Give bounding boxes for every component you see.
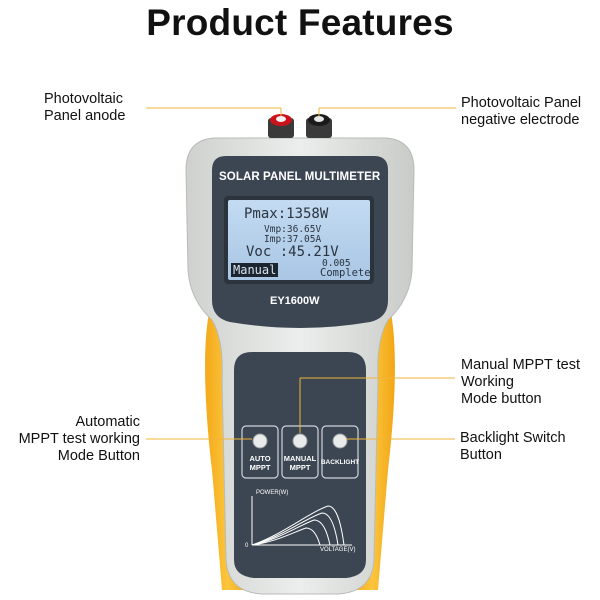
- auto-mppt-label-1: AUTO: [249, 454, 271, 463]
- auto-mppt-button[interactable]: AUTO MPPT: [242, 454, 278, 472]
- device-model: EY1600W: [270, 295, 320, 307]
- callout-auto-line3: Mode Button: [57, 448, 140, 464]
- callout-anode: Photovoltaic Panel anode: [44, 91, 125, 125]
- auto-mppt-label-2: MPPT: [249, 462, 271, 472]
- page-title: Product Features: [146, 2, 454, 43]
- power-voltage-graph: [251, 496, 352, 546]
- callout-negative-line2: negative electrode: [461, 112, 580, 128]
- manual-mppt-label-2: MPPT: [289, 462, 311, 472]
- callout-auto-mode: Automatic MPPT test working Mode Button: [0, 414, 140, 465]
- lcd-screen: [228, 200, 370, 280]
- terminals: [268, 114, 332, 138]
- graph-y-label: POWER(W): [256, 490, 289, 496]
- lcd-voc: Voc :45.21V: [246, 244, 339, 260]
- lcd-imp: Imp:37.05A: [264, 234, 322, 245]
- lcd-mode-indicator: Manual: [231, 263, 279, 277]
- callout-anode-line1: Photovoltaic: [44, 91, 123, 107]
- manual-mppt-label-1: MANUAL: [283, 454, 317, 463]
- callout-anode-line2: Panel anode: [44, 108, 126, 124]
- manual-mppt-button-shape: [281, 425, 319, 479]
- lcd-small-value: 0.005: [322, 258, 351, 269]
- callout-backlight-line2: Button: [460, 447, 502, 463]
- lcd-vmp: Vmp:36.65V: [264, 224, 322, 235]
- callout-manual-mode: Manual MPPT test Working Mode button: [461, 357, 580, 408]
- manual-mppt-button[interactable]: MANUAL MPPT: [282, 454, 318, 472]
- backlight-button[interactable]: BACKLIGHT: [320, 459, 360, 468]
- callout-backlight: Backlight Switch Button: [460, 430, 566, 464]
- callout-manual-line3: Mode button: [461, 391, 542, 407]
- callout-manual-line1: Manual MPPT test: [461, 357, 581, 373]
- callout-negative-electrode: Photovoltaic Panel negative electrode: [461, 95, 581, 129]
- callout-auto-line2: MPPT test working: [18, 431, 140, 447]
- backlight-button-shape: [321, 425, 359, 479]
- lcd-status: Complete: [320, 267, 371, 279]
- graph-origin: 0: [245, 543, 249, 549]
- callout-manual-line2: Working: [461, 374, 514, 390]
- backlight-label: BACKLIGHT: [320, 459, 360, 466]
- callout-backlight-line1: Backlight Switch: [460, 430, 566, 446]
- callout-negative-line1: Photovoltaic Panel: [461, 95, 582, 111]
- graph-x-label: VOLTAGE(V): [320, 547, 356, 553]
- lcd-pmax: Pmax:1358W: [244, 206, 329, 222]
- callout-auto-line1: Automatic: [75, 414, 140, 430]
- device-panel-title: SOLAR PANEL MULTIMETER: [219, 171, 381, 183]
